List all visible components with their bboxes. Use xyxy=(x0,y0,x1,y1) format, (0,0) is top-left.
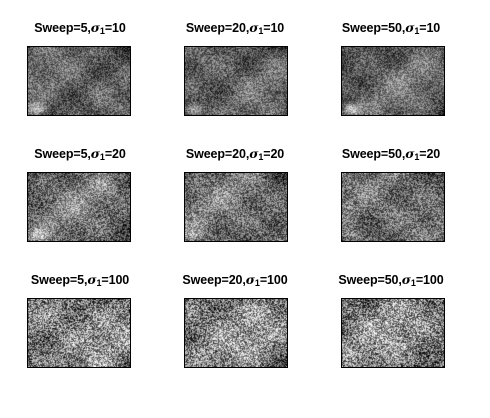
panel-title: Sweep=50,σ1=20 xyxy=(326,146,456,162)
sigma-value: =100 xyxy=(415,273,444,287)
sigma-symbol: σ xyxy=(90,20,100,35)
sigma-value: =10 xyxy=(419,21,441,35)
sweep-label: Sweep=50, xyxy=(338,273,402,287)
panel-title: Sweep=50,σ1=100 xyxy=(326,272,456,288)
sigma-symbol: σ xyxy=(405,146,415,161)
noise-image xyxy=(184,298,288,368)
sweep-label: Sweep=20, xyxy=(182,273,246,287)
sigma-symbol: σ xyxy=(90,146,100,161)
sigma-subscript: 1 xyxy=(410,278,416,288)
sigma-subscript: 1 xyxy=(99,26,105,36)
sigma-subscript: 1 xyxy=(99,152,105,162)
sigma-symbol: σ xyxy=(249,146,259,161)
panel: Sweep=5,σ1=20 xyxy=(15,146,145,256)
panel: Sweep=50,σ1=100 xyxy=(326,272,456,382)
sigma-subscript: 1 xyxy=(96,278,102,288)
sigma-value: =100 xyxy=(259,273,288,287)
sigma-value: =20 xyxy=(104,147,126,161)
noise-image xyxy=(184,46,288,116)
noise-image xyxy=(184,172,288,242)
noise-image xyxy=(27,172,131,242)
sigma-subscript: 1 xyxy=(258,152,264,162)
sigma-symbol: σ xyxy=(245,272,255,287)
sigma-value: =100 xyxy=(101,273,130,287)
noise-image xyxy=(27,298,131,368)
panel-title: Sweep=50,σ1=10 xyxy=(326,20,456,36)
sigma-value: =20 xyxy=(419,147,441,161)
panel-title: Sweep=5,σ1=100 xyxy=(15,272,145,288)
sigma-subscript: 1 xyxy=(414,26,420,36)
panel: Sweep=5,σ1=10 xyxy=(15,20,145,130)
panel: Sweep=20,σ1=100 xyxy=(170,272,300,382)
panel: Sweep=50,σ1=20 xyxy=(326,146,456,256)
sigma-symbol: σ xyxy=(405,20,415,35)
sigma-value: =10 xyxy=(263,21,285,35)
sigma-symbol: σ xyxy=(87,272,97,287)
sigma-value: =10 xyxy=(104,21,126,35)
sigma-symbol: σ xyxy=(401,272,411,287)
panel: Sweep=50,σ1=10 xyxy=(326,20,456,130)
sweep-label: Sweep=20, xyxy=(185,147,250,161)
sweep-label: Sweep=5, xyxy=(34,21,91,35)
noise-image xyxy=(341,298,445,368)
sweep-label: Sweep=20, xyxy=(185,21,250,35)
panel-title: Sweep=20,σ1=100 xyxy=(170,272,300,288)
sigma-symbol: σ xyxy=(249,20,259,35)
panel-title: Sweep=20,σ1=10 xyxy=(170,20,300,36)
sweep-label: Sweep=50, xyxy=(341,147,406,161)
noise-image xyxy=(341,172,445,242)
noise-image xyxy=(27,46,131,116)
panel: Sweep=5,σ1=100 xyxy=(15,272,145,382)
panel: Sweep=20,σ1=20 xyxy=(170,146,300,256)
sweep-label: Sweep=5, xyxy=(30,273,88,287)
sweep-label: Sweep=50, xyxy=(341,21,406,35)
sigma-subscript: 1 xyxy=(414,152,420,162)
panel: Sweep=20,σ1=10 xyxy=(170,20,300,130)
sigma-subscript: 1 xyxy=(254,278,260,288)
sigma-value: =20 xyxy=(263,147,285,161)
noise-image xyxy=(341,46,445,116)
sweep-label: Sweep=5, xyxy=(34,147,91,161)
panel-title: Sweep=5,σ1=10 xyxy=(15,20,145,36)
panel-title: Sweep=20,σ1=20 xyxy=(170,146,300,162)
panel-title: Sweep=5,σ1=20 xyxy=(15,146,145,162)
sigma-subscript: 1 xyxy=(258,26,264,36)
